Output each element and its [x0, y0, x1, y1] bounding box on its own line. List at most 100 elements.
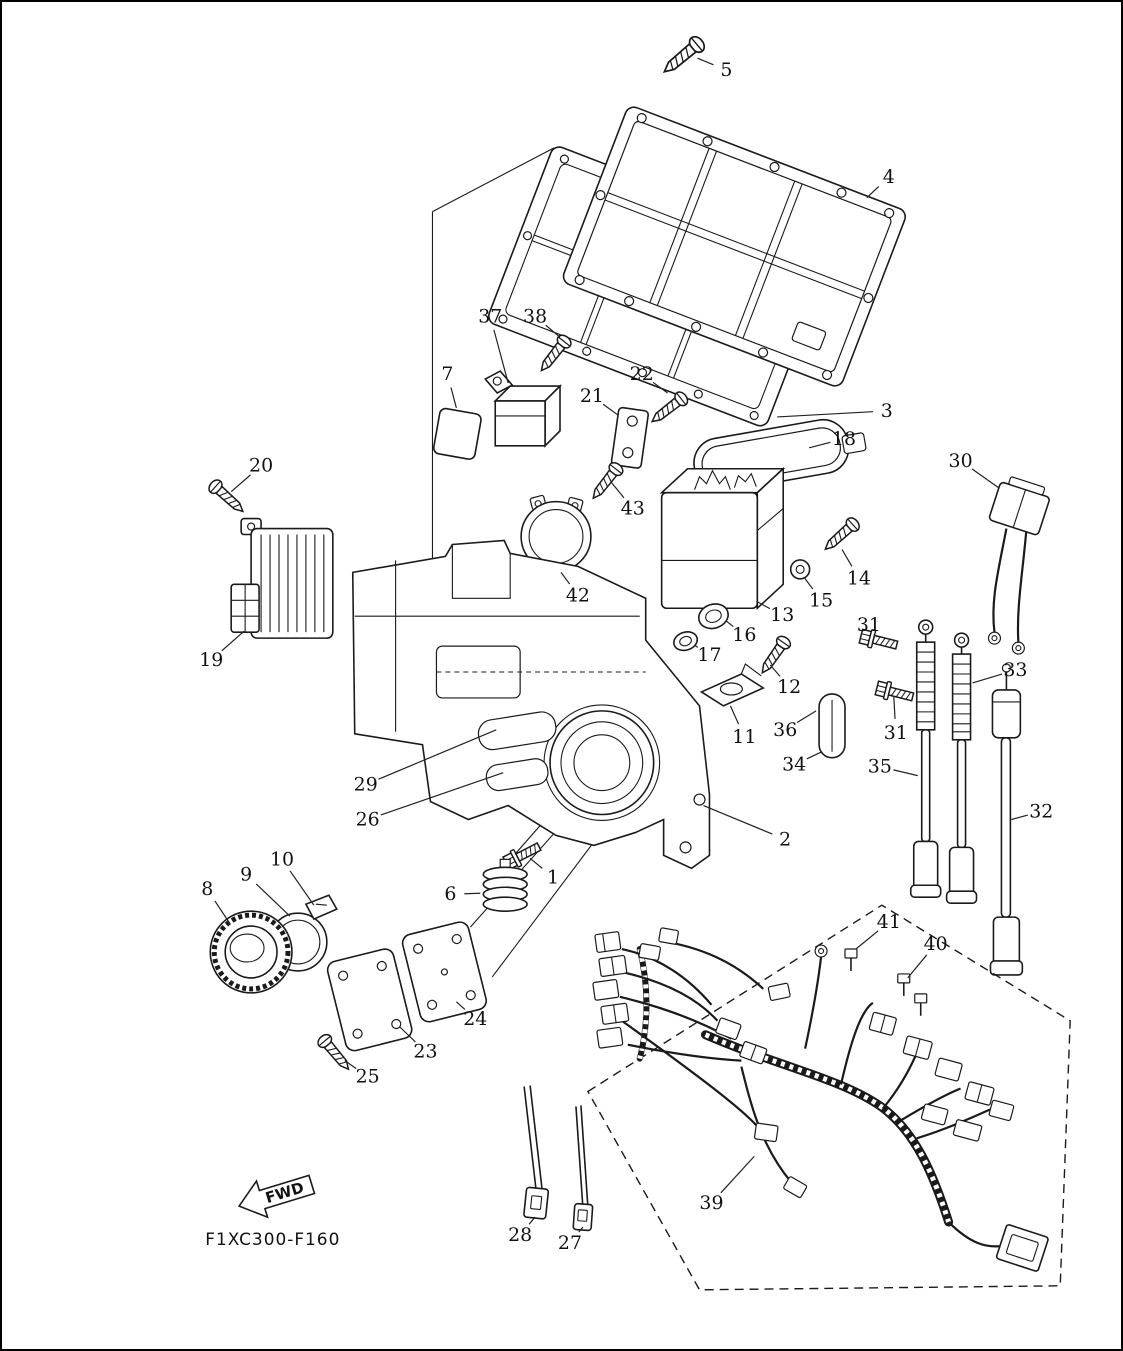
callout-37: 37 — [478, 305, 502, 327]
clip-part-41 — [844, 948, 858, 971]
callout-36: 36 — [773, 719, 797, 741]
coil-spring-part-6 — [482, 858, 528, 912]
bracket-part-21 — [610, 406, 649, 469]
callout-30: 30 — [949, 450, 973, 472]
callout-40: 40 — [924, 933, 948, 955]
screw-part-43 — [586, 459, 626, 504]
callout-17: 17 — [697, 644, 721, 666]
callout-2: 2 — [779, 828, 791, 850]
callout-26: 26 — [356, 808, 380, 830]
callout-33: 33 — [1003, 659, 1027, 681]
spark-plug-lead-part-32 — [989, 663, 1024, 976]
ecu-part-13 — [659, 466, 786, 611]
callout-15: 15 — [809, 589, 833, 611]
callout-leader-10 — [289, 870, 315, 906]
cap-part-8 — [209, 910, 293, 994]
callout-leader-38 — [545, 324, 561, 338]
callout-4: 4 — [883, 166, 895, 188]
callout-5: 5 — [720, 59, 732, 81]
callout-35: 35 — [868, 756, 892, 778]
callout-leader-39 — [720, 1155, 755, 1194]
callout-leader-19 — [221, 630, 245, 652]
callout-leader-14 — [841, 549, 853, 567]
callout-31: 31 — [857, 614, 881, 636]
callout-22: 22 — [630, 363, 654, 385]
callout-leader-17 — [694, 644, 699, 648]
callout-leader-20 — [230, 474, 251, 493]
callout-leader-13 — [756, 600, 771, 610]
callout-leader-35 — [893, 769, 918, 777]
callout-leader-34 — [806, 751, 823, 760]
callout-leader-23 — [399, 1026, 416, 1043]
callout-leader-26 — [380, 772, 504, 816]
callout-leader-4 — [866, 185, 880, 199]
callout-leader-16 — [726, 620, 734, 628]
callout-leader-27 — [578, 1226, 584, 1233]
slot-part-26 — [485, 758, 549, 792]
callout-leader-15 — [803, 576, 814, 590]
callout-leader-9 — [255, 883, 291, 917]
screw-part-22 — [646, 388, 691, 429]
callout-3: 3 — [881, 400, 893, 422]
wire-harness-part-39 — [586, 904, 1071, 1291]
callout-11: 11 — [732, 726, 756, 748]
callout-7: 7 — [441, 363, 453, 385]
cable-tie-part-28 — [523, 1085, 550, 1220]
callout-leader-37 — [493, 329, 509, 384]
callout-leader-40 — [907, 954, 928, 979]
callout-9: 9 — [240, 863, 252, 885]
callout-12: 12 — [777, 676, 801, 698]
callout-20: 20 — [249, 455, 273, 477]
callout-1: 1 — [547, 866, 559, 888]
callout-34: 34 — [782, 754, 806, 776]
bolt-part-31b — [873, 678, 916, 707]
callout-leader-24 — [455, 1001, 466, 1010]
callout-leader-3 — [777, 411, 873, 418]
bracket-part-11 — [699, 663, 765, 707]
relay-part-37 — [484, 370, 562, 448]
callout-leader-1 — [529, 857, 543, 869]
callout-24: 24 — [463, 1008, 487, 1030]
grommet-part-16 — [697, 603, 729, 630]
callout-8: 8 — [201, 878, 213, 900]
callout-leader-8 — [214, 900, 231, 925]
callout-41: 41 — [877, 911, 901, 933]
screw-part-5 — [658, 32, 709, 80]
callout-leader-30 — [971, 468, 999, 489]
damper-pad-part-7 — [432, 407, 482, 460]
diagram-code: F1XC300-F160 — [205, 1229, 340, 1249]
harness-main-connector — [995, 1224, 1049, 1272]
wire-lead-part-30 — [987, 476, 1050, 655]
callout-leader-18 — [808, 441, 831, 449]
callout-32: 32 — [1029, 801, 1053, 823]
callout-28: 28 — [508, 1224, 532, 1246]
harness-boundary — [586, 904, 1071, 1291]
callout-leader-32 — [1011, 814, 1028, 821]
callout-leader-25 — [344, 1060, 357, 1070]
callout-19: 19 — [199, 649, 223, 671]
callout-42: 42 — [566, 584, 590, 606]
callout-leader-36 — [796, 710, 817, 724]
callout-leader-29 — [378, 729, 497, 780]
callout-6: 6 — [444, 883, 456, 905]
callout-leader-5 — [697, 57, 714, 66]
callout-23: 23 — [413, 1041, 437, 1063]
callout-27: 27 — [558, 1232, 582, 1254]
callout-leader-12 — [769, 664, 781, 677]
callout-leader-11 — [729, 705, 740, 725]
callout-43: 43 — [621, 498, 645, 520]
clip-part-10 — [304, 894, 338, 921]
callout-25: 25 — [356, 1066, 380, 1088]
callout-leader-42 — [560, 572, 571, 585]
callout-29: 29 — [354, 774, 378, 796]
callout-leader-22 — [652, 381, 668, 394]
washer-part-15 — [789, 559, 811, 580]
plate-part-24 — [401, 921, 488, 1023]
ignition-lead-part-33 — [945, 632, 978, 904]
callout-38: 38 — [523, 305, 547, 327]
crankcase-bracket-part-2 — [351, 539, 711, 870]
callout-14: 14 — [847, 567, 871, 589]
callout-39: 39 — [699, 1192, 723, 1214]
